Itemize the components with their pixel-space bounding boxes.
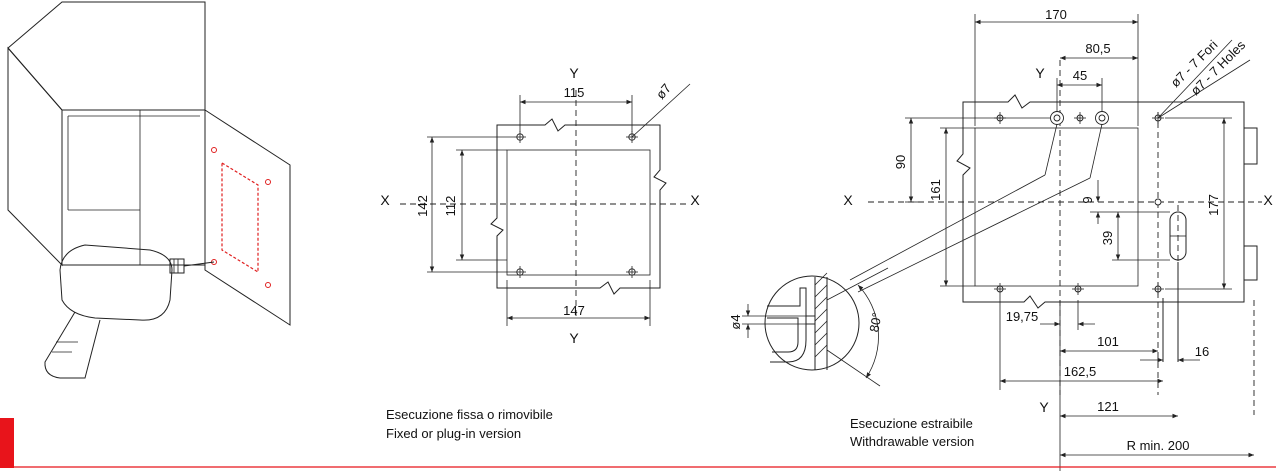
mount-hole (626, 266, 638, 278)
caption-line-2: Withdrawable version (850, 434, 974, 449)
dim-170: 170 (1045, 7, 1067, 22)
fixed-version-drawing: 115 ø7 142 112 147 Y Y X X Esecuzione fi… (380, 65, 700, 441)
drill-icon (44, 244, 215, 379)
detail-view (764, 272, 860, 371)
dim-angle-80: 80° (866, 311, 884, 333)
dim-16: 16 (1195, 344, 1209, 359)
dim-112: 112 (443, 196, 458, 217)
axis-x-left: X (843, 192, 853, 208)
axis-y-bottom: Y (569, 330, 579, 346)
axis-x-right: X (690, 192, 700, 208)
mount-hole (1154, 198, 1162, 206)
cutout-outline (221, 161, 259, 274)
dim-115: 115 (564, 85, 585, 100)
caption-line-1: Esecuzione fissa o rimovibile (386, 407, 553, 422)
dim-142: 142 (415, 195, 430, 217)
dim-162-5: 162,5 (1064, 364, 1097, 379)
door-panel (204, 109, 291, 326)
dim-phi4: ø4 (728, 314, 743, 329)
mount-hole (1072, 283, 1084, 295)
dim-121: 121 (1097, 399, 1119, 414)
brand-marker (0, 418, 14, 468)
dim-9: 9 (1080, 196, 1095, 203)
cabinet-illustration (7, 1, 291, 379)
dim-phi7: ø7 (653, 81, 674, 102)
dim-39: 39 (1100, 231, 1115, 245)
dim-177: 177 (1206, 194, 1221, 216)
axis-y-top: Y (1035, 65, 1045, 81)
dim-45: 45 (1073, 68, 1087, 83)
mount-hole (1074, 112, 1086, 124)
mount-hole (1050, 111, 1064, 125)
mount-hole (514, 131, 526, 143)
dim-19-75: 19,75 (1006, 309, 1039, 324)
mount-hole (994, 283, 1006, 295)
dim-101: 101 (1097, 334, 1119, 349)
mount-hole (1152, 283, 1164, 295)
axis-x-right: X (1263, 192, 1273, 208)
axis-y-top: Y (569, 65, 579, 81)
axis-y-bottom: Y (1039, 399, 1049, 415)
axis-x-left: X (380, 192, 390, 208)
dim-147: 147 (563, 303, 585, 318)
caption-line-1: Esecuzione estraibile (850, 416, 973, 431)
mount-hole (1095, 111, 1109, 125)
dim-90: 90 (893, 155, 908, 169)
dim-80-5: 80,5 (1085, 41, 1110, 56)
dim-r-min-200: R min. 200 (1127, 438, 1190, 453)
mount-hole (514, 266, 526, 278)
caption-line-2: Fixed or plug-in version (386, 426, 521, 441)
withdrawable-version-drawing: 170 80,5 45 ø7 - 7 Fori ø7 - 7 Holes 90 … (728, 7, 1273, 471)
dim-161: 161 (928, 179, 943, 201)
